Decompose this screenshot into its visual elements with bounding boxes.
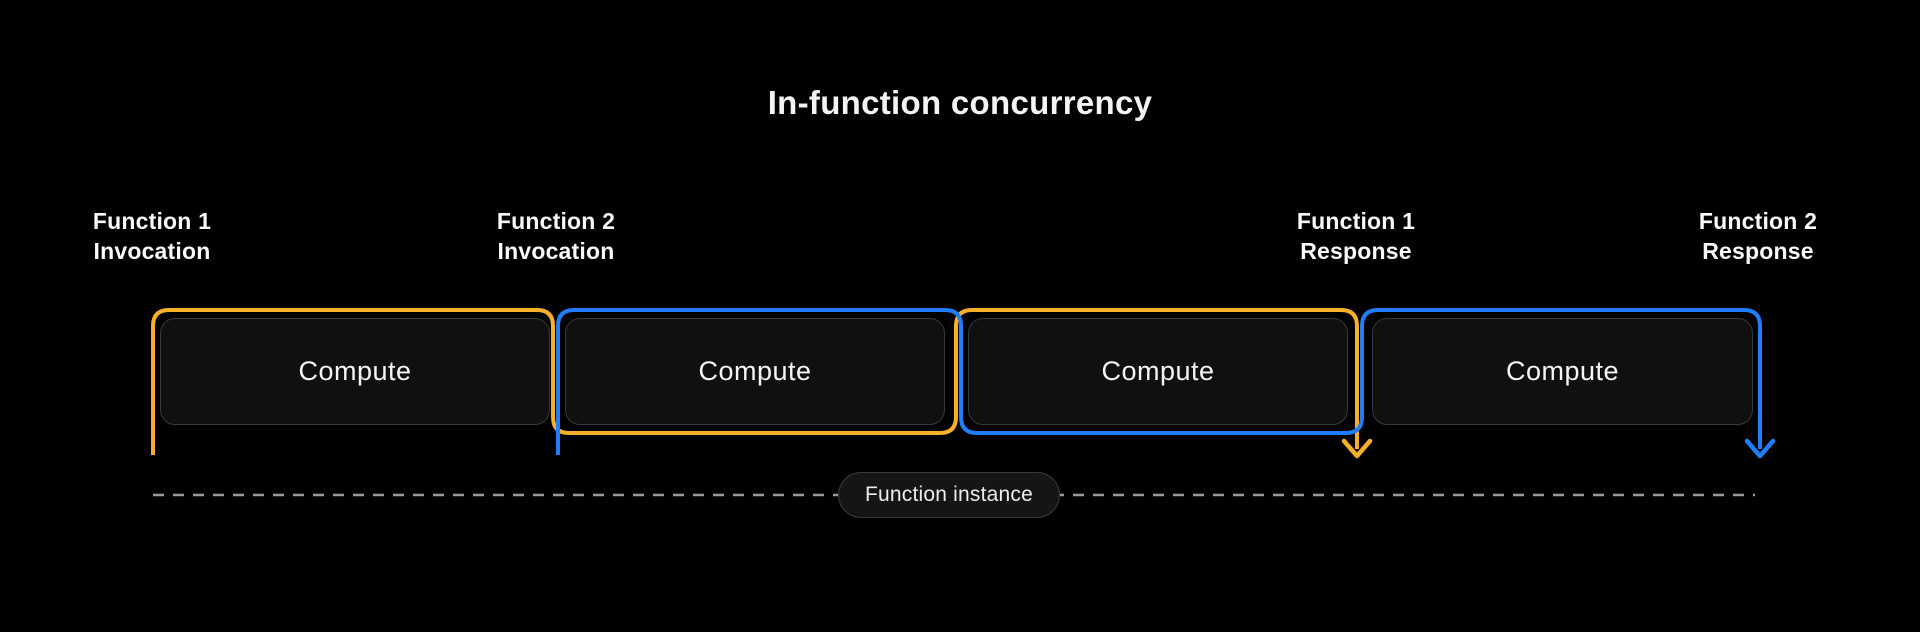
function-instance-label: Function instance	[865, 483, 1033, 506]
function1-arrow-down-icon	[1341, 438, 1373, 459]
event-label-line: Function 2	[1698, 208, 1818, 234]
compute-box-label: Compute	[1505, 356, 1620, 386]
event-label-line: Response	[1300, 238, 1412, 264]
function-instance-badge: Function instance	[838, 472, 1060, 518]
function2-path	[556, 308, 1762, 455]
function2-arrow-down-icon	[1744, 438, 1776, 459]
compute-box-4: Compute	[1372, 318, 1753, 425]
compute-box-label: Compute	[298, 356, 412, 386]
event-label-function1-invocation: Function 1 Invocation	[93, 206, 211, 266]
event-label-function1-response: Function 1 Response	[1297, 206, 1415, 266]
event-label-line: Invocation	[93, 238, 211, 264]
event-label-function2-invocation: Function 2 Invocation	[497, 206, 615, 266]
event-label-line: Response	[1702, 238, 1814, 264]
function1-path	[151, 308, 1359, 455]
compute-box-label: Compute	[698, 356, 812, 386]
compute-box-label: Compute	[1101, 356, 1215, 386]
compute-box-2: Compute	[565, 318, 945, 425]
compute-box-3: Compute	[968, 318, 1348, 425]
event-label-line: Function 1	[92, 208, 212, 234]
event-label-line: Invocation	[497, 238, 615, 264]
event-label-line: Function 2	[496, 208, 616, 234]
compute-box-1: Compute	[160, 318, 550, 425]
event-label-function2-response: Function 2 Response	[1699, 206, 1817, 266]
diagram-title: In-function concurrency	[767, 84, 1153, 121]
event-label-line: Function 1	[1296, 208, 1416, 234]
